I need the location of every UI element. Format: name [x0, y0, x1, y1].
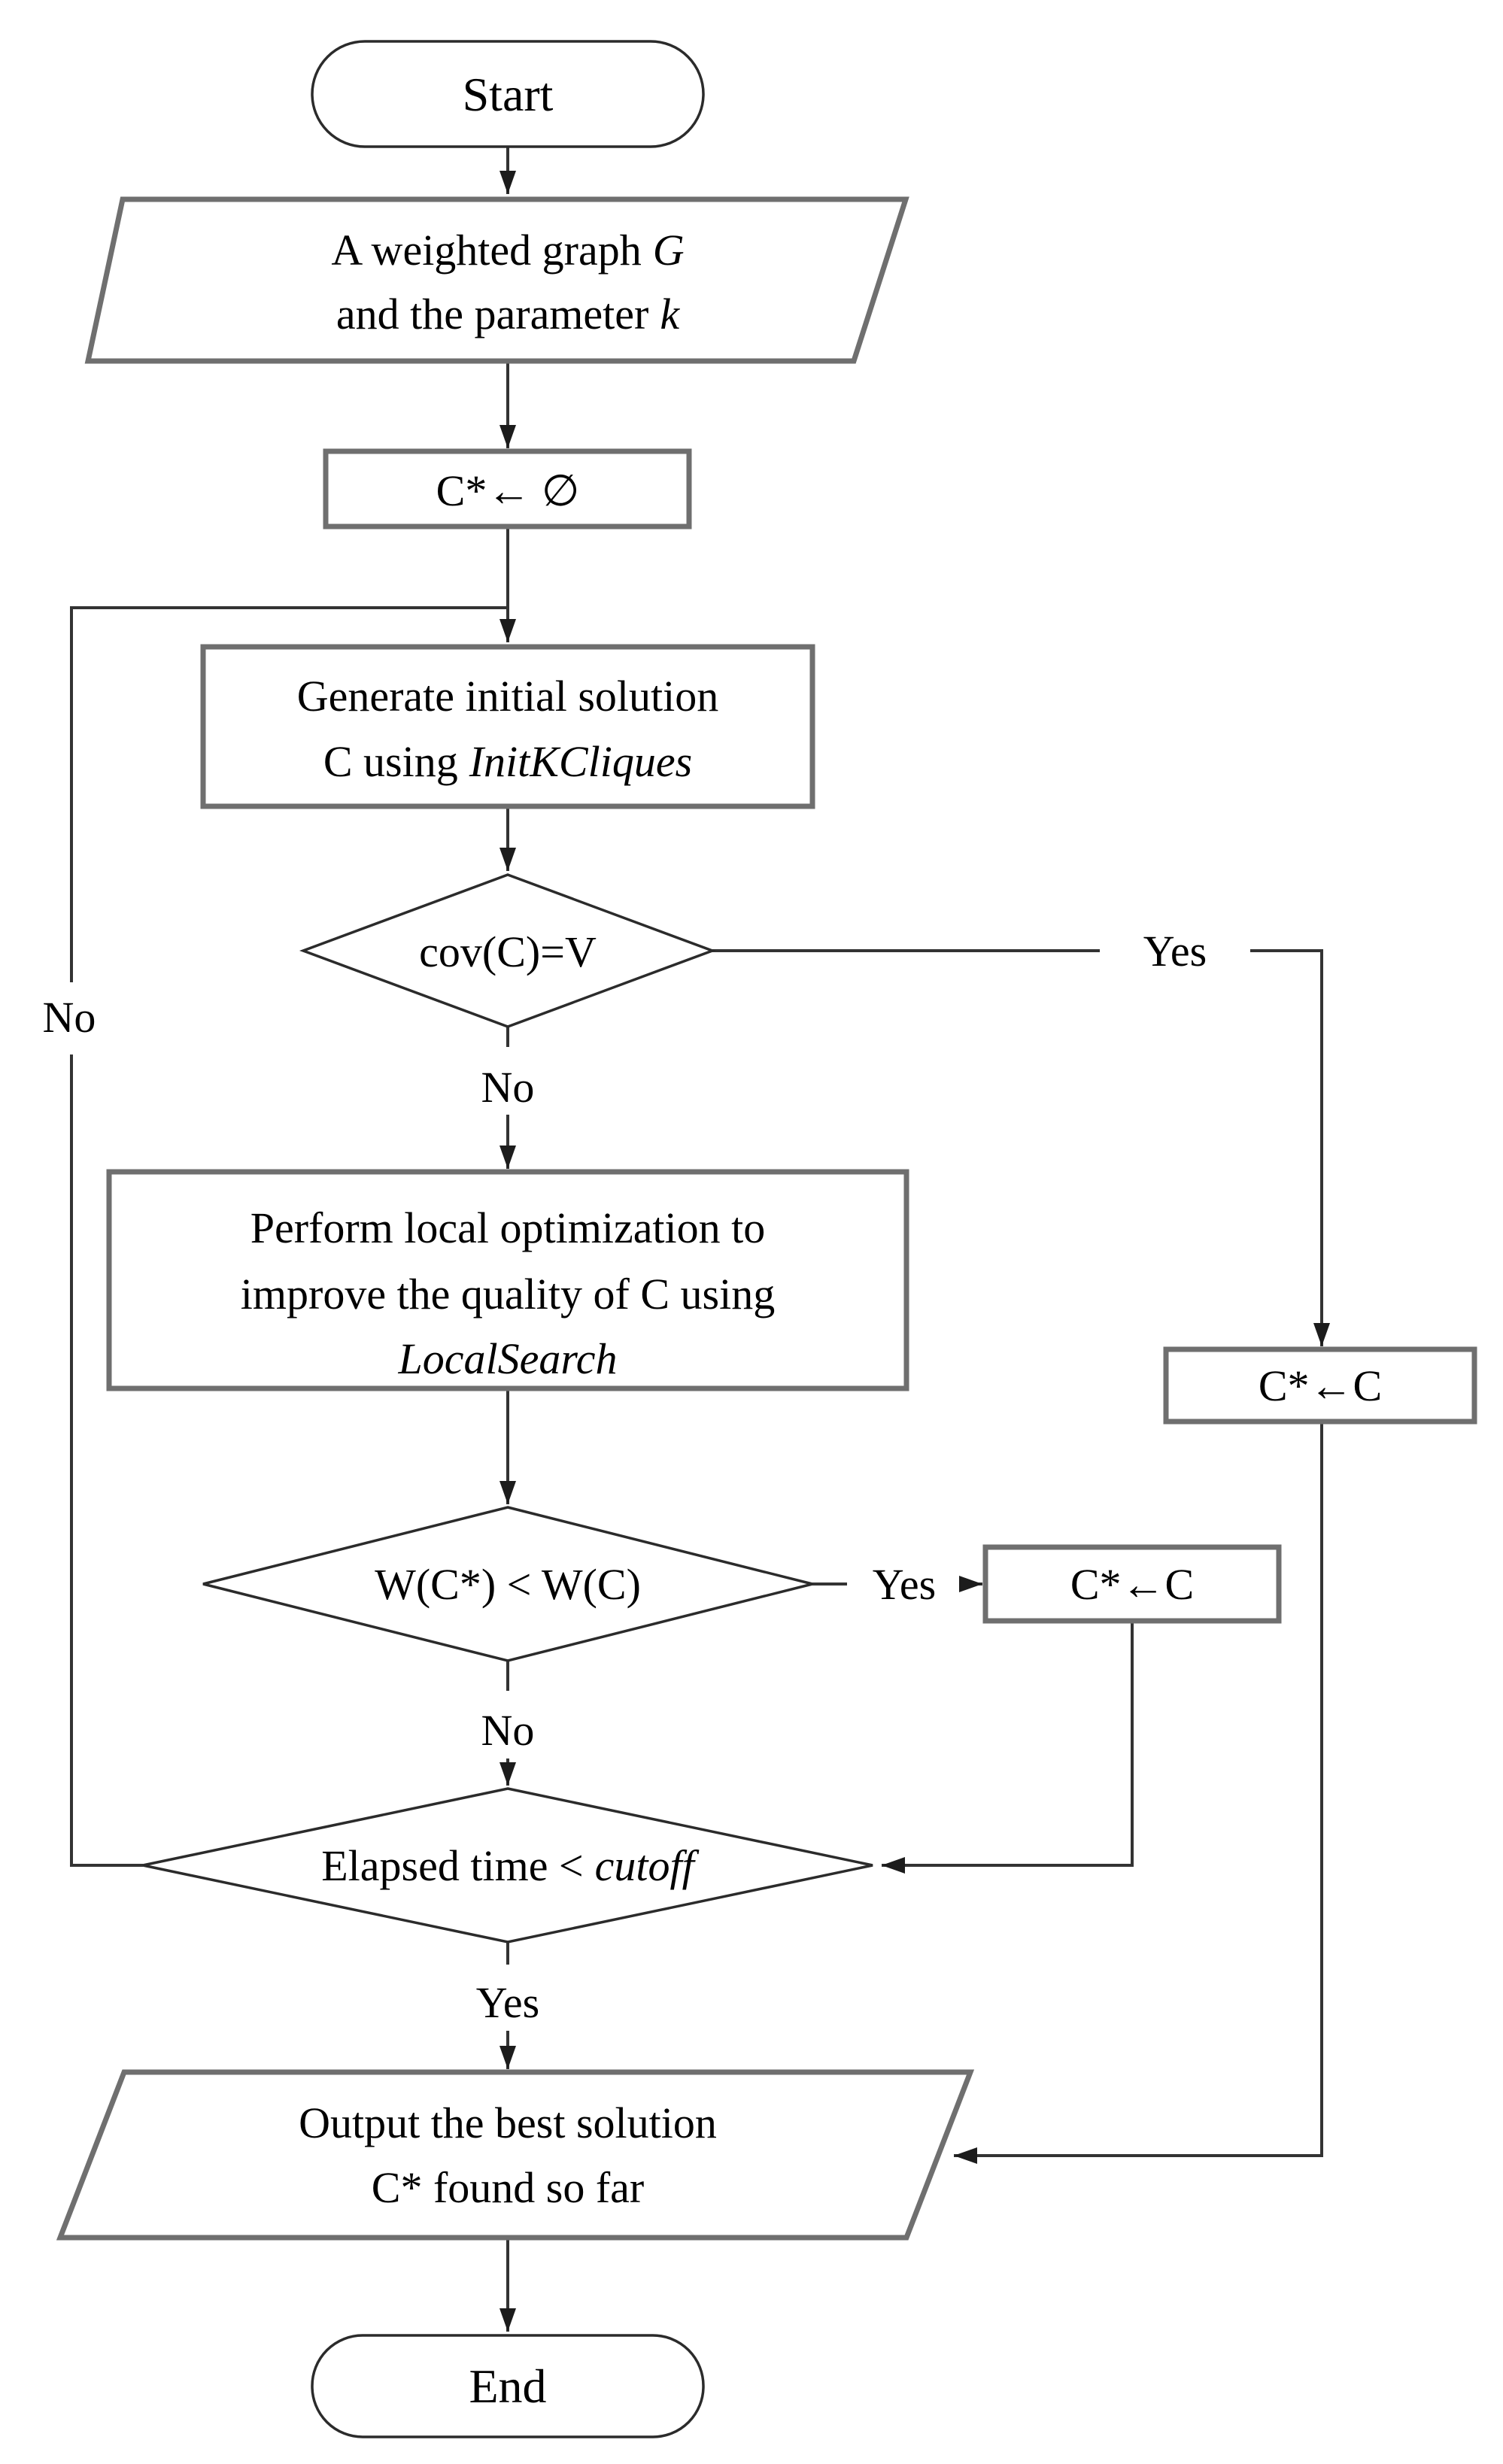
local-search-box [106, 1169, 909, 1391]
update-best-right-label: C*←C [1259, 1361, 1382, 1410]
edge-label-loop-no: No [43, 993, 96, 1042]
end-label: End [469, 2359, 546, 2413]
edge-label-weight-yes: Yes [873, 1560, 936, 1609]
generate-line2-text: C using [323, 737, 458, 786]
weight-check-label: W(C*) < W(C) [375, 1560, 641, 1609]
edge-time-no-loop-lower [70, 1054, 143, 1867]
output-label-line1: Output the best solution [299, 2098, 717, 2147]
generate-box [200, 644, 815, 809]
time-check-var: cutoff [595, 1841, 700, 1890]
time-check-label: Elapsed time <cutoff [321, 1841, 699, 1890]
update-best-right-box [1163, 1346, 1477, 1425]
output-parallelogram [56, 2069, 975, 2241]
end-node [311, 2334, 705, 2438]
edge-label-time-yes: Yes [476, 1978, 539, 2027]
edge-updateright-to-output [954, 1422, 1323, 2164]
cover-check-diamond [299, 873, 717, 1028]
local-search-label-line2: improve the quality of C using [241, 1270, 775, 1318]
time-check-text: Elapsed time < [321, 1841, 583, 1890]
output-label-line2: C* found so far [372, 2163, 644, 2212]
input-line1-text: A weighted graph [331, 226, 641, 275]
start-label: Start [463, 68, 554, 121]
input-parallelogram [84, 196, 909, 364]
cover-check-label: cov(C)=V [419, 927, 597, 976]
init-best-label: C*← ∅ [436, 466, 580, 515]
update-best-mid-box [982, 1544, 1282, 1624]
edge-label-cover-no: No [481, 1063, 535, 1112]
start-node [311, 40, 705, 148]
input-line2-text: and the parameter [336, 290, 648, 338]
edge-label-weight-no: No [481, 1706, 535, 1755]
weight-check-diamond [202, 1506, 813, 1662]
edge-cover-yes-to-updateright [1250, 949, 1330, 1346]
input-line2-var: k [660, 290, 680, 338]
time-check-diamond [142, 1787, 873, 1944]
edge-time-no-loop-upper [70, 606, 508, 982]
update-best-mid-label: C*←C [1070, 1560, 1194, 1609]
local-search-label-line1: Perform local optimization to [250, 1203, 766, 1252]
edge-updatemid-to-timecheck [882, 1621, 1134, 1874]
init-best-box [323, 448, 692, 530]
generate-line2-var: InitKCliques [469, 737, 692, 786]
generate-label-line1: Generate initial solution [297, 672, 719, 721]
input-line1-var: G [653, 226, 685, 275]
edge-label-cover-yes: Yes [1143, 927, 1207, 976]
local-search-label-line3: LocalSearch [397, 1334, 617, 1383]
